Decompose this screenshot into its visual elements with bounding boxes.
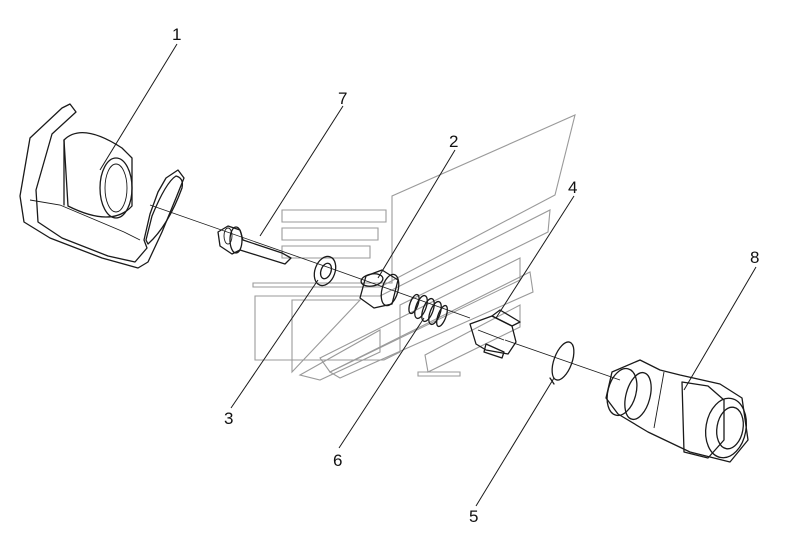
- callout-8: 8: [750, 248, 759, 267]
- leader-3: [230, 279, 319, 409]
- part-2-bushing: [359, 269, 400, 309]
- part-3-washer: [313, 255, 337, 287]
- leader-2: [377, 149, 456, 279]
- part-7-pin: [217, 225, 292, 265]
- part-8-fitting: [605, 359, 749, 463]
- leader-8: [683, 266, 757, 391]
- callout-numbers: 1 2 3 4 5 6 7 8: [172, 25, 759, 526]
- callout-2: 2: [449, 132, 458, 151]
- leader-5: [475, 377, 555, 507]
- leader-7: [259, 105, 344, 237]
- callout-6: 6: [333, 451, 342, 470]
- callout-1: 1: [172, 25, 181, 44]
- callout-3: 3: [224, 409, 233, 428]
- watermark-logo: [252, 114, 576, 381]
- part-4-latch: [469, 309, 521, 359]
- callout-4: 4: [568, 178, 577, 197]
- part-6-spring: [408, 293, 448, 328]
- leader-6: [338, 317, 425, 449]
- leader-4: [495, 195, 575, 319]
- leader-1: [99, 43, 178, 171]
- part-1-bracket: [19, 103, 185, 269]
- part-5-ring: [549, 341, 575, 385]
- callout-5: 5: [469, 507, 478, 526]
- leader-lines: [99, 43, 757, 507]
- callout-7: 7: [338, 89, 347, 108]
- assembly-axis: [149, 204, 621, 381]
